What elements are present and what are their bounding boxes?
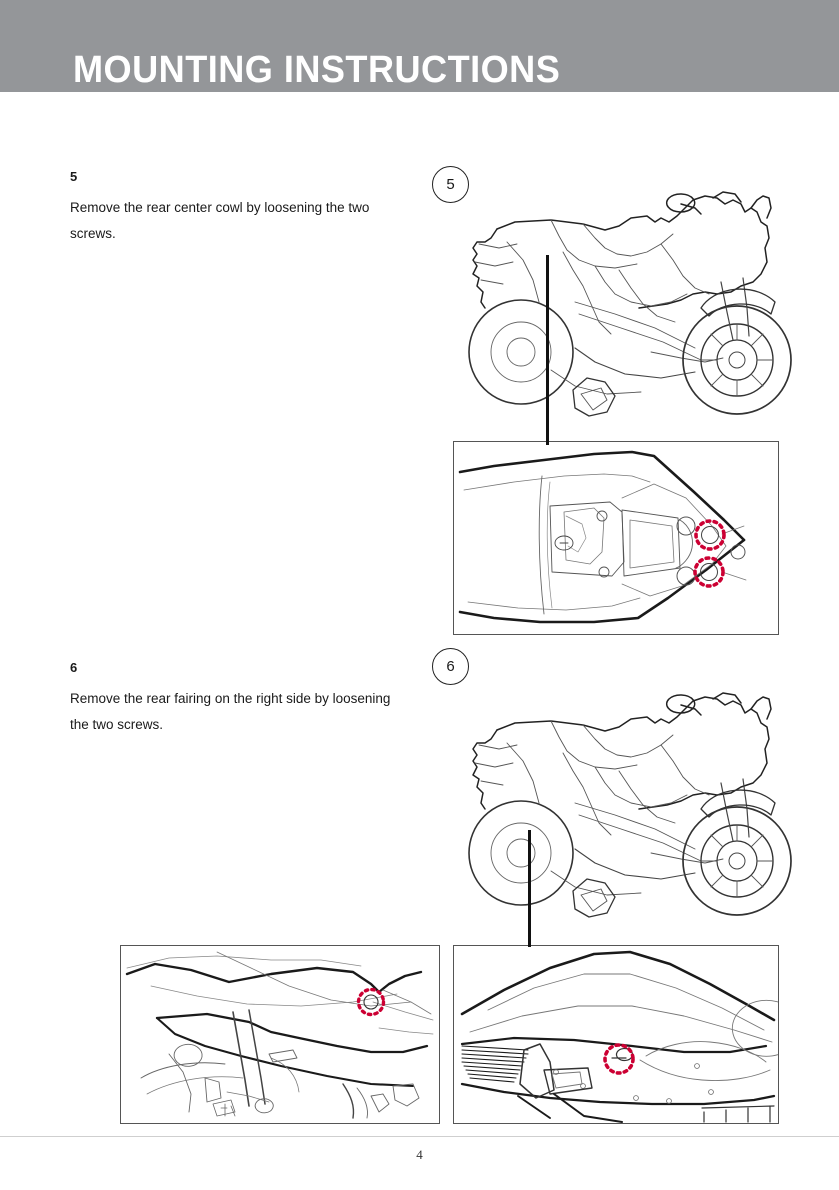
footer-divider	[0, 1136, 839, 1137]
detail-box-rear-fairing-left	[120, 945, 440, 1124]
motorcycle-illustration-step-6	[455, 678, 805, 943]
step-number-6: 6	[70, 660, 78, 675]
step-marker-label-6: 6	[446, 658, 455, 675]
page-number: 4	[416, 1147, 423, 1162]
step-block-5: 5 Remove the rear center cowl by looseni…	[70, 170, 400, 247]
step-text-5: Remove the rear center cowl by loosening…	[70, 200, 370, 241]
step-marker-circle-6: 6	[432, 648, 469, 685]
detail-box-rear-fairing-right	[453, 945, 779, 1124]
leader-line-step-5	[546, 255, 549, 445]
motorcycle-illustration-step-5	[455, 182, 805, 442]
page-header-band: MOUNTING INSTRUCTIONS	[0, 0, 839, 92]
step-marker-label-5: 5	[446, 176, 455, 193]
step-number-5: 5	[70, 169, 78, 184]
page-title: MOUNTING INSTRUCTIONS	[73, 49, 561, 91]
step-block-6: 6 Remove the rear fairing on the right s…	[70, 661, 400, 738]
leader-line-step-6	[528, 830, 531, 947]
step-marker-circle-5: 5	[432, 166, 469, 203]
detail-box-rear-center-cowl	[453, 441, 779, 635]
step-text-6: Remove the rear fairing on the right sid…	[70, 691, 391, 732]
